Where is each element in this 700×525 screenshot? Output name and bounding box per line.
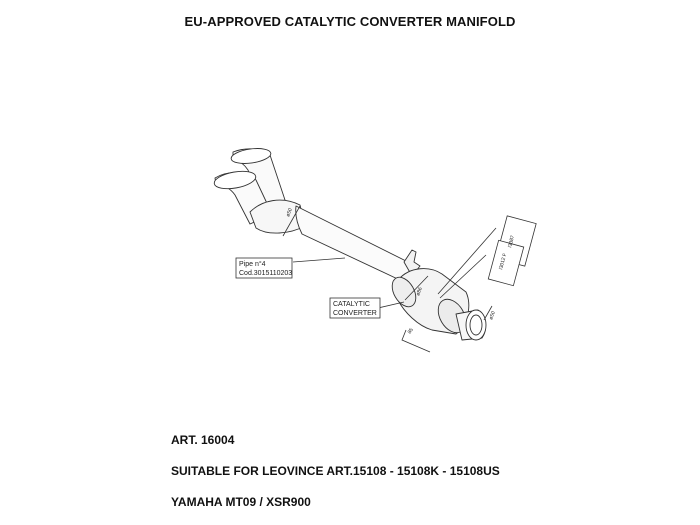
callout-2-box [487, 239, 525, 287]
pipe-label-box [235, 257, 293, 279]
callout-2-leader [439, 254, 487, 299]
main-pipe [295, 205, 411, 283]
pipe-leader-line [292, 257, 346, 263]
pipe-diameter-dimension-line [282, 205, 301, 237]
callout-2-label: I3012 F [498, 253, 508, 271]
compatibility-text: SUITABLE FOR LEOVINCE ART.15108 - 15108K… [171, 464, 500, 478]
article-number: ART. 16004 [171, 433, 235, 447]
pipe-diameter-label: ø50 [285, 207, 294, 217]
catalytic-label-box [329, 297, 381, 319]
catalytic-leader-line [377, 301, 405, 309]
callout-1-leader [437, 227, 497, 295]
cat-length-label: 85 [407, 327, 415, 335]
upper-inlet-pipe [230, 148, 286, 207]
outlet-diameter-dimension-line [483, 305, 493, 321]
catalytic-label-line1: CATALYTIC [333, 301, 370, 308]
cat-length-dimension-line [401, 329, 431, 353]
cat-diameter-label: ø86 [415, 286, 424, 296]
page-title: EU-APPROVED CATALYTIC CONVERTER MANIFOLD [184, 14, 516, 29]
pipe-label-line1: Pipe n°4 [239, 260, 266, 268]
outlet-diameter-label: ø50 [488, 310, 497, 320]
pipe-label-line2: Cod.3015110203 [239, 270, 292, 277]
cat-diameter-dimension-line [404, 275, 429, 301]
catalytic-label-line2: CONVERTER [333, 310, 377, 317]
callout-1-label: I3387 [507, 235, 516, 249]
vehicle-model: YAMAHA MT09 / XSR900 [171, 495, 311, 509]
